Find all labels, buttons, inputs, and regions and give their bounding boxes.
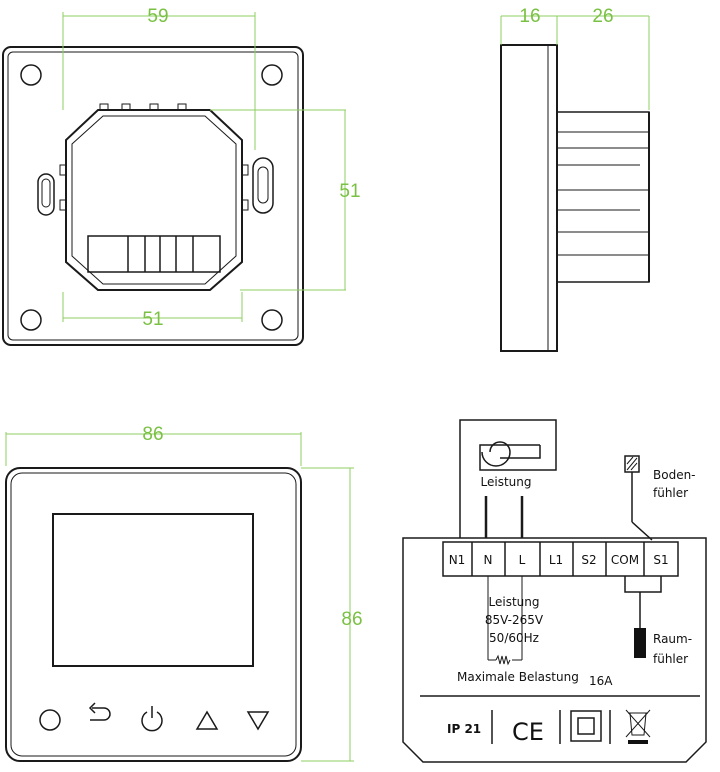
double-insulation-icon [570,710,602,742]
room-sensor-label-2: fühler [653,652,688,666]
power-frequency: 50/60Hz [489,631,539,645]
controller-box [402,537,707,763]
back-arrow-icon[interactable] [88,702,111,721]
terminal-block [87,235,221,273]
wiring-diagram: Leistung Boden- fühler N1 N L L1 S2 COM … [402,419,707,763]
mount-hole [20,309,42,331]
max-load-value: 16A [589,674,613,688]
dim-front-height: 86 [341,609,362,630]
power-voltage: 85V-265V [485,613,544,627]
display-screen [52,513,254,667]
junction-box [65,109,243,291]
power-icon[interactable] [141,706,163,732]
terminal-label: COM [611,553,639,567]
terminal-strip [442,541,679,577]
terminal-label: S1 [653,553,668,567]
dim-side-depth-1: 16 [519,6,540,27]
floor-sensor-label-2: fühler [653,486,688,500]
power-ring-icon[interactable] [39,709,61,731]
terminal-label: N1 [449,553,466,567]
keyhole-slot [252,157,274,214]
side-view: 16 26 [500,6,650,352]
mount-hole [20,64,42,86]
down-triangle-icon[interactable] [246,711,270,731]
power-label-top: Leistung [481,475,532,489]
terminal-label: L [519,553,526,567]
terminal-label: S2 [581,553,596,567]
terminal-label: N [484,553,493,567]
floor-sensor-label-1: Boden- [653,468,696,482]
dim-side-depth-2: 26 [592,6,613,27]
mount-hole [261,309,283,331]
room-sensor-label-1: Raum- [653,632,692,646]
up-triangle-icon[interactable] [195,710,219,730]
dim-front-width: 86 [142,424,163,445]
max-load-label: Maximale Belastung [457,670,579,684]
ce-mark-icon: CE [512,718,544,746]
back-view: 59 51 51 [2,6,361,346]
terminal-label: L1 [549,553,563,567]
front-view: 86 86 [5,424,363,762]
keyhole-slot [37,173,55,216]
ip-rating: IP 21 [447,722,481,736]
dim-top-width: 59 [147,6,168,27]
dim-inner-height: 51 [339,181,360,202]
dim-inner-width: 51 [142,309,163,330]
room-sensor-icon [634,628,646,658]
weee-bin-icon [625,709,651,744]
power-label: Leistung [489,595,540,609]
mount-hole [261,64,283,86]
